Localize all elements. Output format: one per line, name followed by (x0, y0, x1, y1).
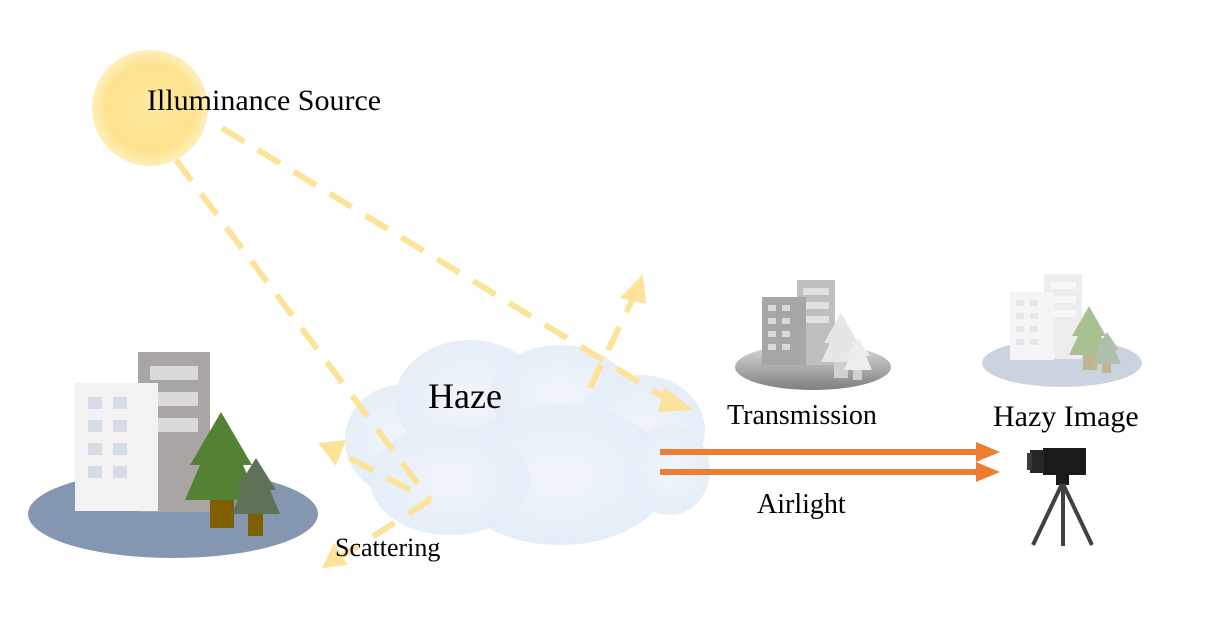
airlight-arrows (660, 442, 1000, 482)
hazy-image-label: Hazy Image (993, 400, 1139, 433)
arrowhead-scatter-left (318, 440, 346, 466)
arrowhead-transmission (658, 387, 694, 412)
ray-source-to-transmission (220, 125, 677, 407)
haze-label: Haze (428, 376, 502, 416)
city-scene-icon (28, 352, 318, 558)
ray-scatter-left (336, 449, 412, 493)
city-scene-hazy-icon (982, 274, 1142, 387)
ray-scatter-up (587, 290, 639, 390)
ray-source-down (173, 158, 433, 502)
ray-scatter-down (334, 497, 432, 563)
haze-cloud (345, 340, 710, 545)
ray-arrowheads (318, 274, 694, 568)
camera-icon (1027, 448, 1094, 546)
transmission-label: Transmission (727, 400, 877, 431)
city-scene-faded-icon (735, 280, 891, 390)
sun-icon (92, 50, 208, 166)
arrowhead-scatter-down (322, 543, 348, 568)
scattering-label: Scattering (335, 533, 441, 562)
airlight-label: Airlight (757, 489, 846, 520)
light-rays (173, 125, 677, 563)
illuminance-source-label: Illuminance Source (147, 84, 382, 117)
arrowhead-scatter-up (620, 274, 646, 304)
